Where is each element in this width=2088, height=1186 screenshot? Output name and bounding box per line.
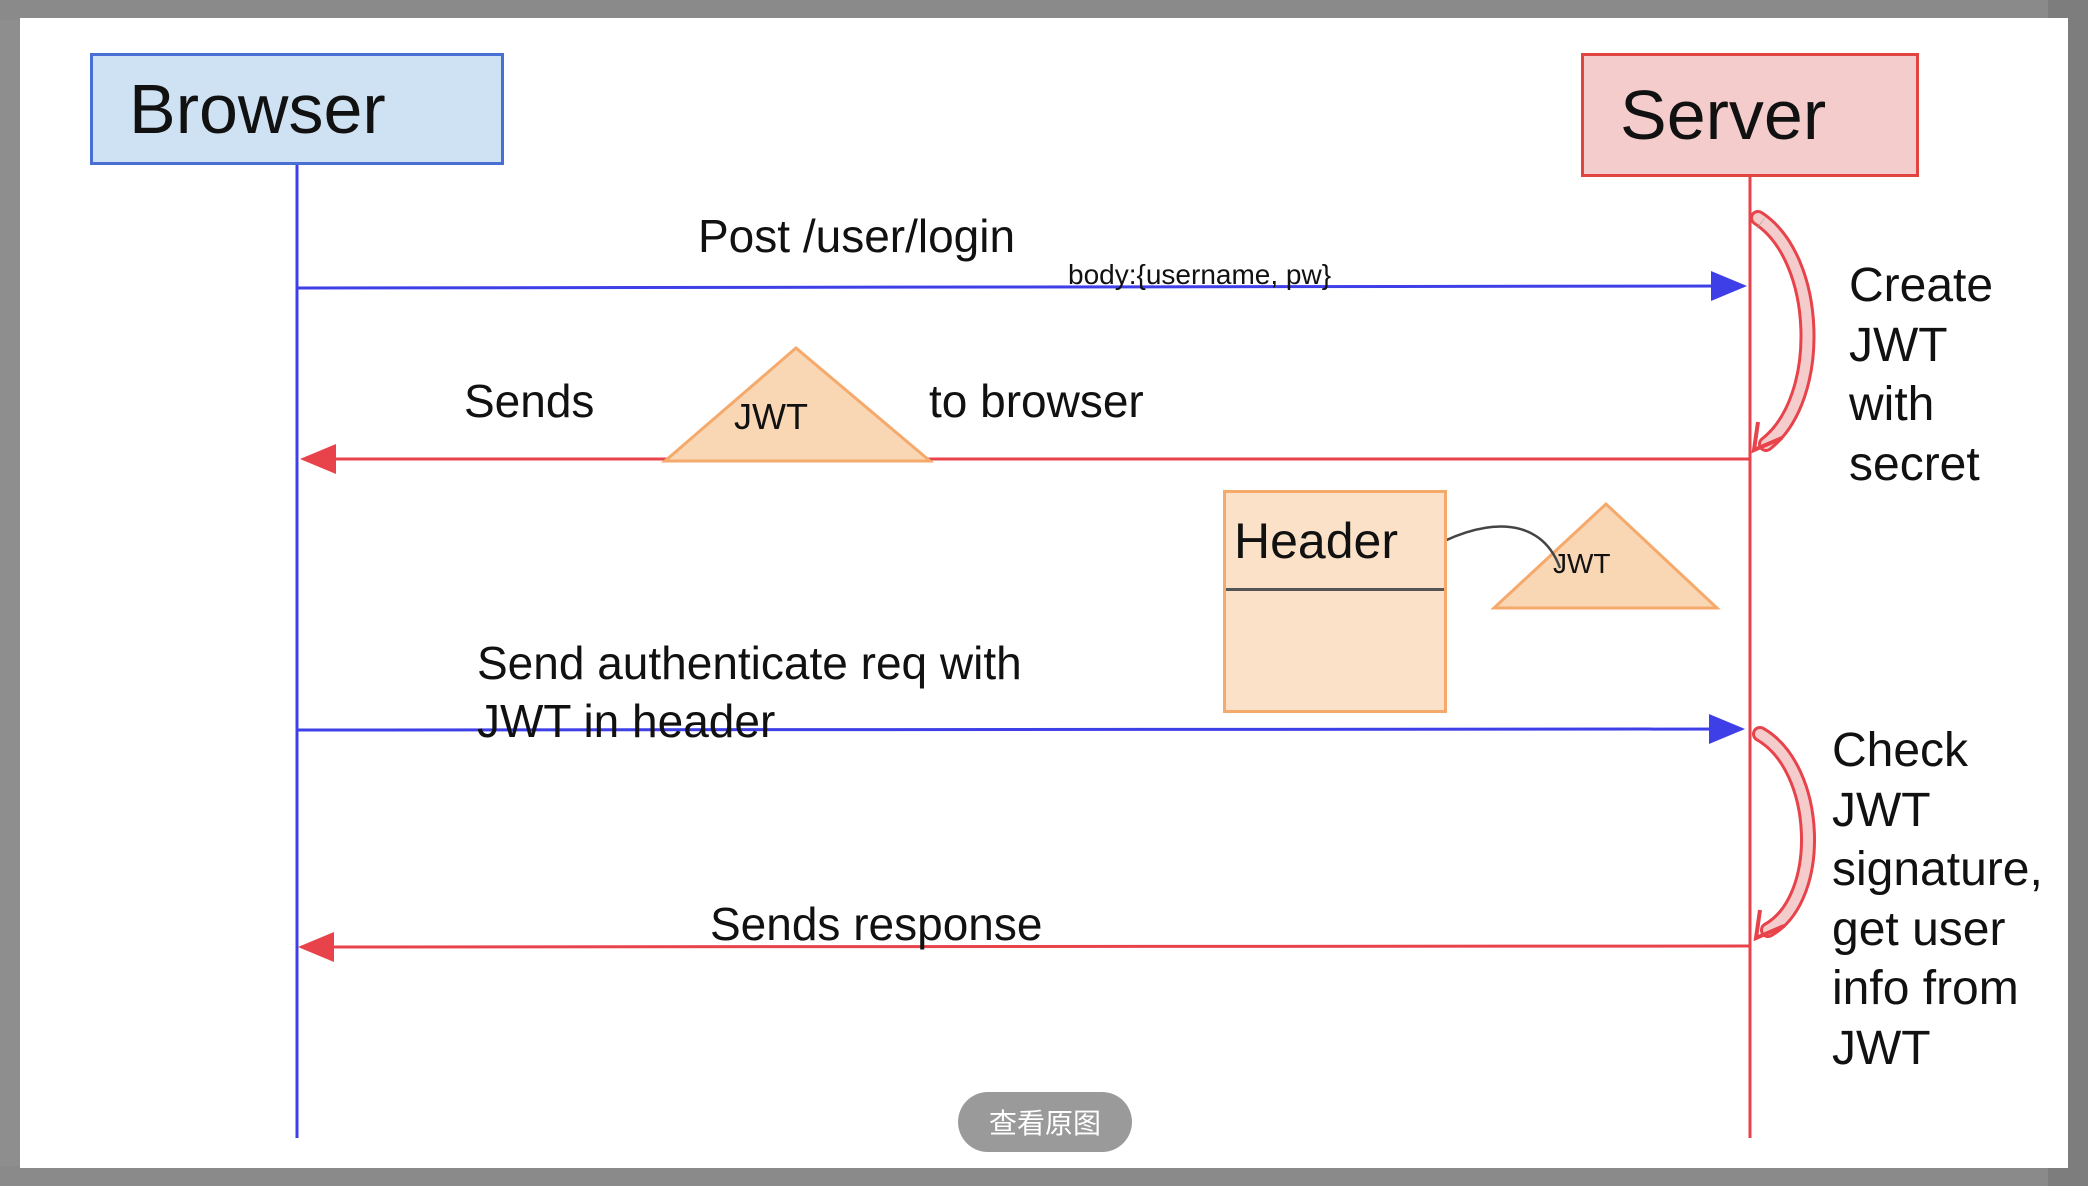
login-arrow (297, 271, 1747, 302)
create-jwt-note: Create JWT with secret (1849, 259, 1994, 491)
jwt-token-triangle (660, 346, 935, 463)
server-actor: Server (1581, 53, 1919, 177)
login-body-label: body:{username, pw} (1068, 259, 1332, 290)
backdrop-bottom (0, 1166, 2088, 1186)
sequence-diagram (295, 165, 1817, 1138)
jwt-token-label: JWT (734, 396, 808, 437)
header-jwt-triangle (1490, 501, 1721, 610)
http-header-box: Header (1223, 490, 1447, 713)
response-label: Sends response (710, 898, 1043, 950)
header-jwt-label: JWT (1553, 548, 1611, 579)
browser-actor: Browser (90, 53, 504, 165)
response-arrow (298, 931, 1750, 962)
image-viewer: Browser Server Post /user/login body:{us… (20, 18, 2068, 1168)
browser-label: Browser (129, 70, 386, 148)
login-message-label: Post /user/login (698, 210, 1016, 262)
server-label: Server (1620, 76, 1827, 154)
to-browser-label: to browser (929, 375, 1144, 427)
auth-request-label: Send authenticate req with JWT in header (477, 637, 1022, 748)
check-jwt-self-arrow (1752, 726, 1817, 942)
header-title: Header (1226, 493, 1444, 591)
view-original-button[interactable]: 查看原图 (958, 1092, 1132, 1152)
backdrop-top (0, 0, 2088, 20)
check-jwt-note: Check JWT signature, get user info from … (1832, 724, 2043, 1075)
auth-request-arrow (297, 714, 1745, 745)
sends-label: Sends (464, 375, 595, 427)
create-jwt-self-arrow (1750, 210, 1816, 454)
